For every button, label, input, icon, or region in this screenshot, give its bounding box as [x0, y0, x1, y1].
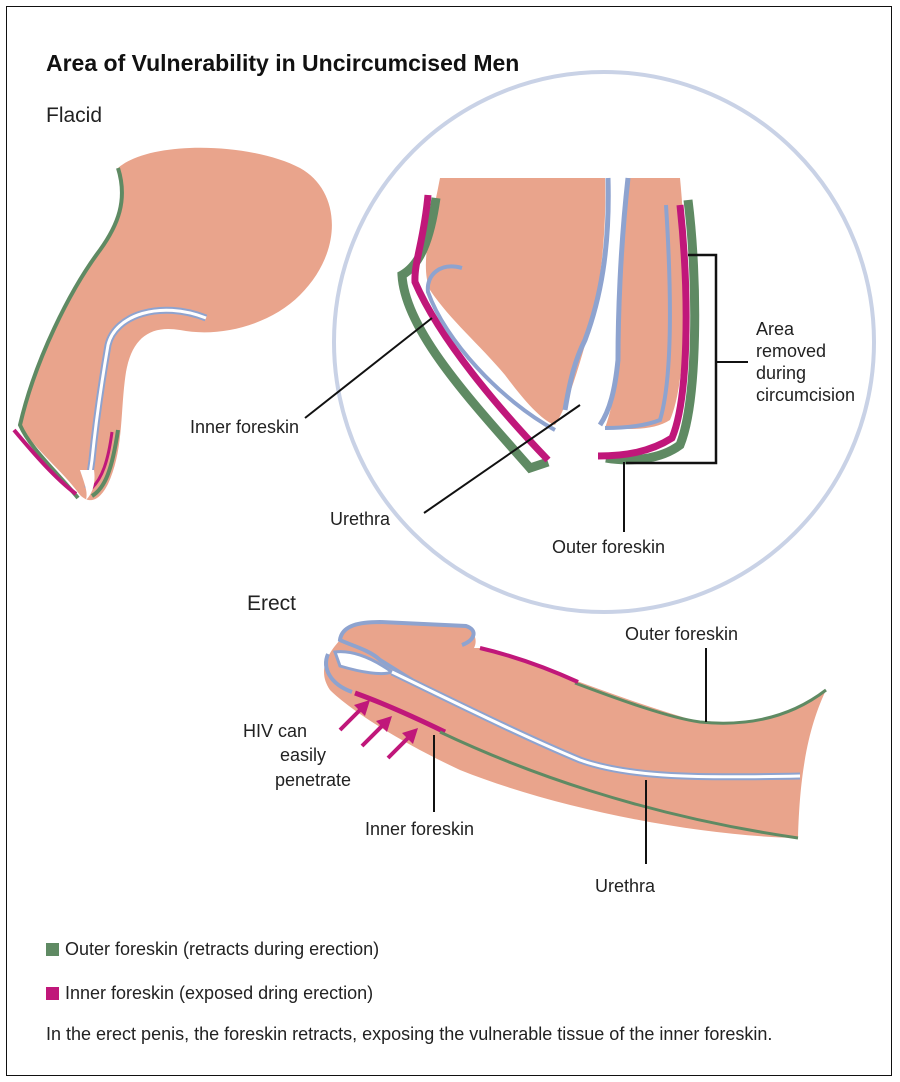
hiv-label-line-3: penetrate: [275, 770, 351, 790]
hiv-label-line-2: easily: [280, 745, 326, 765]
inner-foreskin-flacid-leader: [305, 318, 432, 418]
inner-foreskin-flacid-label: Inner foreskin: [190, 417, 299, 437]
outer-foreskin-flacid-label: Outer foreskin: [552, 537, 665, 557]
legend-outer-foreskin: Outer foreskin (retracts during erection…: [46, 939, 379, 960]
flacid-penis-drawing: [14, 148, 332, 500]
legend-inner-foreskin: Inner foreskin (exposed dring erection): [46, 983, 373, 1004]
area-removed-line-2: removed: [756, 341, 826, 361]
flacid-shaft-tissue: [20, 148, 332, 500]
urethra-erect-label: Urethra: [595, 876, 656, 896]
area-removed-line-3: during: [756, 363, 806, 383]
legend-magenta-swatch: [46, 987, 59, 1000]
magnified-left-tissue: [426, 178, 605, 425]
legend-green-swatch: [46, 943, 59, 956]
inner-foreskin-erect-label: Inner foreskin: [365, 819, 474, 839]
outer-foreskin-erect-label: Outer foreskin: [625, 624, 738, 644]
urethra-flacid-label: Urethra: [330, 509, 391, 529]
area-removed-line-1: Area: [756, 319, 795, 339]
area-removed-line-4: circumcision: [756, 385, 855, 405]
erect-shaft-tissue: [324, 622, 826, 838]
hiv-label-line-1: HIV can: [243, 721, 307, 741]
figure-caption: In the erect penis, the foreskin retract…: [46, 1022, 806, 1046]
erect-penis-drawing: [324, 622, 826, 838]
legend-inner-foreskin-label: Inner foreskin (exposed dring erection): [65, 983, 373, 1004]
urethra-flacid-leader: [424, 405, 580, 513]
legend-outer-foreskin-label: Outer foreskin (retracts during erection…: [65, 939, 379, 960]
